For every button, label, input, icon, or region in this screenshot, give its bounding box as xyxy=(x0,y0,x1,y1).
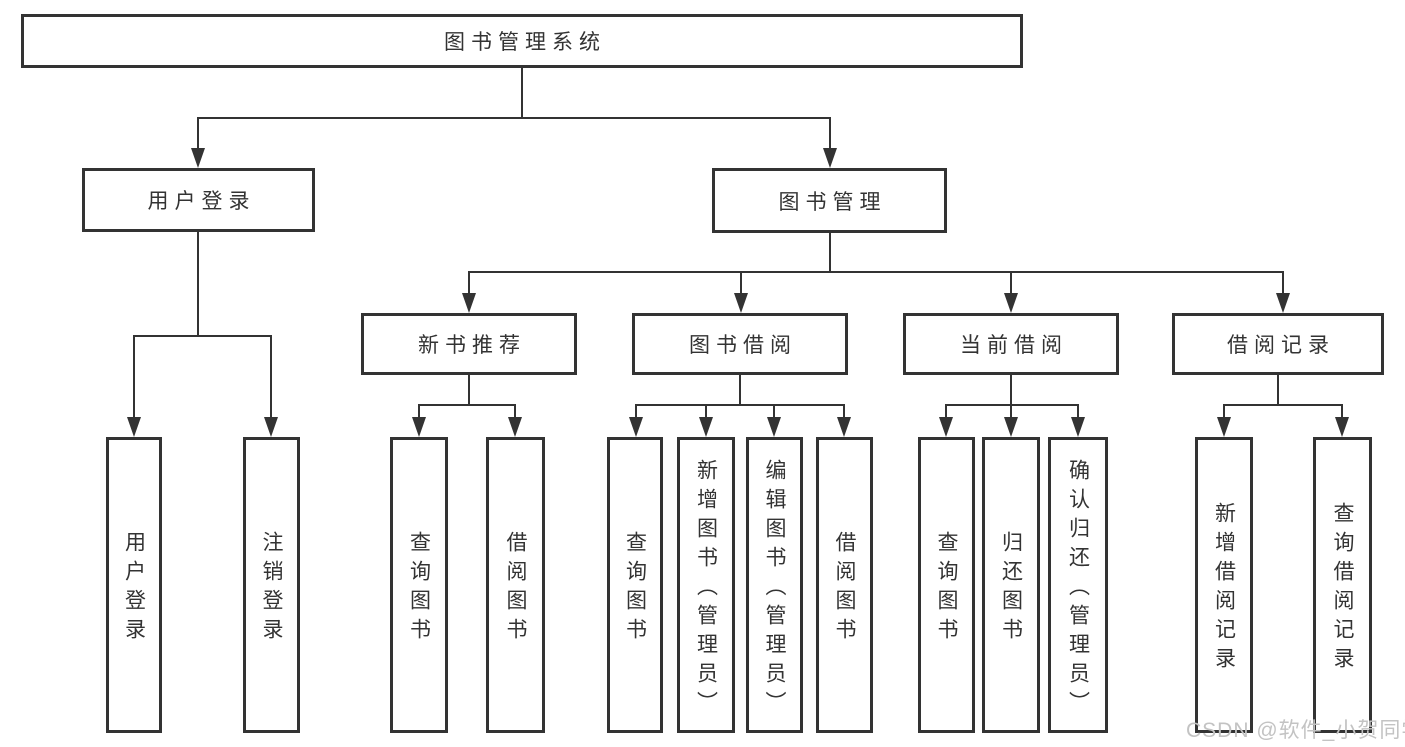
connector-line xyxy=(197,117,199,149)
connector-line xyxy=(705,404,707,418)
connector-arrowhead xyxy=(508,417,522,437)
connector-arrowhead xyxy=(1335,417,1349,437)
connector-arrowhead xyxy=(127,417,141,437)
connector-arrowhead xyxy=(191,148,205,168)
connector-stem xyxy=(1277,375,1279,406)
leaf-confirm-return-admin-label: 确认归还（管理员） xyxy=(1066,458,1090,720)
connector-line xyxy=(1077,404,1079,418)
leaf-return-book-label: 归还图书 xyxy=(999,531,1023,647)
connector-arrowhead xyxy=(1071,417,1085,437)
connector-arrowhead xyxy=(1004,293,1018,313)
node-new-book-recommend-label: 新书推荐 xyxy=(418,334,526,357)
connector-stem xyxy=(468,375,470,406)
connector-line xyxy=(1010,404,1012,418)
node-root-label: 图书管理系统 xyxy=(444,31,606,54)
connector-stem xyxy=(1010,375,1012,406)
leaf-query-borrow-record: 查询借阅记录 xyxy=(1313,437,1372,733)
leaf-logout: 注销登录 xyxy=(243,437,300,733)
connector-arrowhead xyxy=(939,417,953,437)
connector-line xyxy=(418,404,420,418)
connector-hline xyxy=(945,404,1079,406)
connector-line xyxy=(468,271,470,294)
connector-arrowhead xyxy=(699,417,713,437)
connector-user-login-stem xyxy=(197,232,199,337)
leaf-query-books-current: 查询图书 xyxy=(918,437,975,733)
connector-arrowhead xyxy=(837,417,851,437)
connector-user-login-hline xyxy=(133,335,272,337)
connector-stem xyxy=(739,375,741,406)
node-book-management-label: 图书管理 xyxy=(778,190,887,214)
connector-line xyxy=(1282,271,1284,294)
connector-arrowhead xyxy=(462,293,476,313)
connector-arrowhead xyxy=(823,148,837,168)
leaf-user-login: 用户登录 xyxy=(106,437,162,733)
connector-arrowhead xyxy=(1276,293,1290,313)
connector-arrowhead xyxy=(264,417,278,437)
leaf-add-borrow-record: 新增借阅记录 xyxy=(1195,437,1253,733)
connector-arrowhead xyxy=(767,417,781,437)
connector-hline xyxy=(418,404,516,406)
leaf-edit-book-admin: 编辑图书（管理员） xyxy=(746,437,803,733)
connector-book-management-stem xyxy=(829,233,831,273)
connector-arrowhead xyxy=(1004,417,1018,437)
leaf-edit-book-admin-label: 编辑图书（管理员） xyxy=(763,458,786,720)
connector-arrowhead xyxy=(734,293,748,313)
node-root: 图书管理系统 xyxy=(21,14,1023,68)
connector-line xyxy=(773,404,775,418)
connector-line xyxy=(1010,271,1012,294)
connector-hline xyxy=(1223,404,1343,406)
connector-line xyxy=(635,404,637,418)
node-book-borrowing-label: 图书借阅 xyxy=(689,334,797,357)
connector-hline xyxy=(635,404,845,406)
node-book-management: 图书管理 xyxy=(712,168,947,233)
connector-line xyxy=(270,335,272,418)
leaf-query-books-recommend-label: 查询图书 xyxy=(407,531,431,647)
connector-line xyxy=(740,271,742,294)
leaf-add-book-admin: 新增图书（管理员） xyxy=(677,437,735,733)
connector-line xyxy=(945,404,947,418)
node-user-login: 用户登录 xyxy=(82,168,315,232)
leaf-query-books-borrowing-label: 查询图书 xyxy=(623,531,647,647)
leaf-query-books-recommend: 查询图书 xyxy=(390,437,448,733)
node-user-login-label: 用户登录 xyxy=(147,190,256,213)
connector-book-management-hline xyxy=(468,271,1284,273)
leaf-logout-label: 注销登录 xyxy=(260,531,283,647)
leaf-borrow-books-label: 借阅图书 xyxy=(833,531,856,647)
node-current-borrowing-label: 当前借阅 xyxy=(960,334,1068,357)
node-borrowing-records: 借阅记录 xyxy=(1172,313,1384,375)
connector-line xyxy=(1223,404,1225,418)
connector-line xyxy=(843,404,845,418)
connector-root-stem xyxy=(521,68,523,118)
connector-line xyxy=(1341,404,1343,418)
leaf-query-books-current-label: 查询图书 xyxy=(935,531,958,647)
connector-line xyxy=(514,404,516,418)
connector-line xyxy=(133,335,135,418)
leaf-borrow-books-recommend-label: 借阅图书 xyxy=(504,531,527,647)
leaf-confirm-return-admin: 确认归还（管理员） xyxy=(1048,437,1108,733)
leaf-query-books-borrowing: 查询图书 xyxy=(607,437,663,733)
leaf-query-borrow-record-label: 查询借阅记录 xyxy=(1331,502,1354,676)
connector-arrowhead xyxy=(629,417,643,437)
leaf-borrow-books: 借阅图书 xyxy=(816,437,873,733)
node-borrowing-records-label: 借阅记录 xyxy=(1227,334,1335,357)
csdn-watermark: CSDN @软件_小贺同学 xyxy=(1186,719,1405,742)
connector-line xyxy=(829,117,831,149)
leaf-add-book-admin-label: 新增图书（管理员） xyxy=(694,458,718,720)
node-current-borrowing: 当前借阅 xyxy=(903,313,1119,375)
node-new-book-recommend: 新书推荐 xyxy=(361,313,577,375)
leaf-add-borrow-record-label: 新增借阅记录 xyxy=(1212,502,1236,676)
leaf-user-login-label: 用户登录 xyxy=(122,531,146,647)
leaf-return-book: 归还图书 xyxy=(982,437,1040,733)
connector-arrowhead xyxy=(412,417,426,437)
node-book-borrowing: 图书借阅 xyxy=(632,313,848,375)
leaf-borrow-books-recommend: 借阅图书 xyxy=(486,437,545,733)
connector-level1-hline xyxy=(197,117,831,119)
connector-arrowhead xyxy=(1217,417,1231,437)
